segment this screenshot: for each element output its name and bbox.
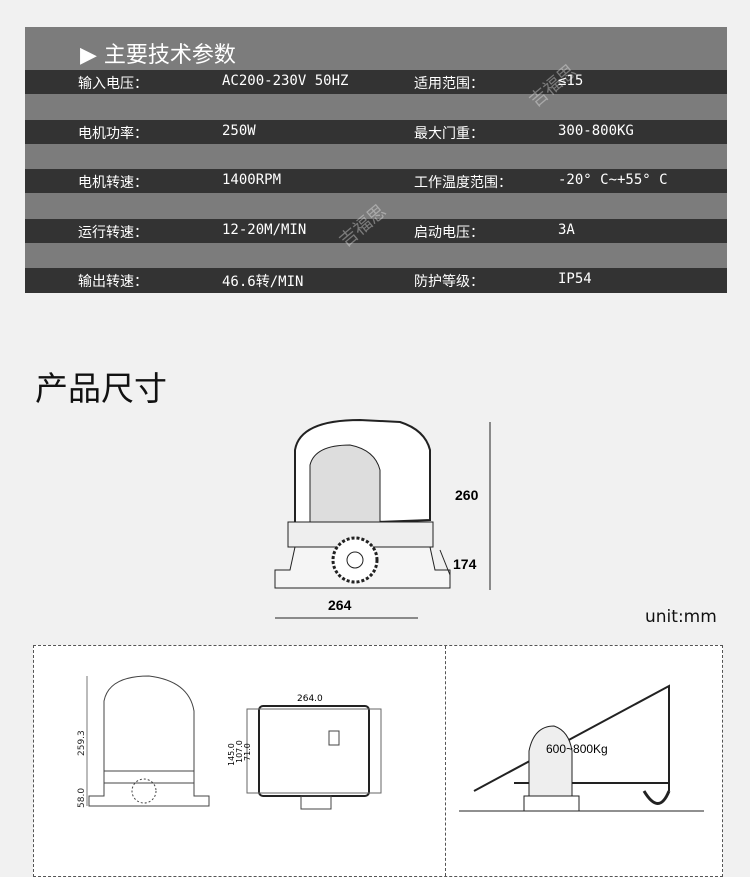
spec-value: 1400RPM (222, 172, 282, 188)
spec-value: IP54 (558, 271, 592, 287)
divider (445, 646, 446, 876)
spec-value: 3A (558, 222, 575, 238)
dim-gear: 174 (453, 556, 477, 572)
spec-value: 46.6转/MIN (222, 274, 304, 290)
spec-title: ▶ 主要技术参数 (80, 43, 236, 68)
dim-height: 260 (455, 487, 479, 503)
dim-label: 107.0 (235, 740, 244, 763)
spec-label: 运行转速： (78, 225, 148, 241)
spec-label: 输出转速： (78, 274, 148, 290)
gate-diagram: 600~800Kg (459, 684, 704, 812)
spec-row: 输入电压： AC200-230V 50HZ 适用范围： ≤15 (25, 70, 727, 94)
spec-label: 电机转速： (78, 175, 148, 191)
dim-label: 71.0 (243, 743, 252, 761)
spec-label: 适用范围： (414, 76, 484, 92)
spec-row: 电机功率： 250W 最大门重： 300-800KG (25, 120, 727, 144)
spec-label: 电机功率： (78, 126, 148, 142)
spec-label: 输入电压： (78, 76, 148, 92)
spec-value: 300-800KG (558, 123, 634, 139)
section-title: 产品尺寸 (35, 369, 167, 408)
dim-label: 58.0 (77, 788, 87, 808)
spec-value: ≤15 (558, 73, 584, 89)
technical-drawing: 259.3 58.0 264.0 145.0 107.0 71.0 (77, 675, 382, 810)
spec-panel: ▶ 主要技术参数 输入电压： AC200-230V 50HZ 适用范围： ≤15 电机… (25, 27, 727, 293)
spec-label: 工作温度范围： (414, 175, 512, 191)
spec-label: 防护等级： (414, 274, 484, 290)
spec-row: 电机转速： 1400RPM 工作温度范围： -20° C~+55° C (25, 169, 727, 193)
spec-label: 启动电压： (414, 225, 484, 241)
unit-label: unit:mm (645, 607, 717, 627)
spec-value: AC200-230V 50HZ (222, 73, 349, 89)
spec-row: 运行转速： 12-20M/MIN 启动电压： 3A (25, 219, 727, 243)
dim-label: 259.3 (77, 730, 87, 756)
spec-value: -20° C~+55° C (558, 172, 668, 188)
spec-label: 最大门重： (414, 126, 484, 142)
spec-title-text: 主要技术参数 (103, 43, 236, 68)
product-drawing: 260 174 264 (274, 418, 491, 619)
dim-width: 264 (328, 597, 352, 613)
dim-label: 145.0 (227, 743, 236, 766)
dim-label: 264.0 (297, 694, 323, 704)
spec-value: 250W (222, 123, 256, 139)
drawings-box: 259.3 58.0 264.0 145.0 107.0 71.0 600~80… (33, 645, 723, 877)
spec-value: 12-20M/MIN (222, 222, 307, 238)
gate-weight: 600~800Kg (546, 742, 608, 756)
spec-row: 输出转速： 46.6转/MIN 防护等级： IP54 (25, 268, 727, 293)
